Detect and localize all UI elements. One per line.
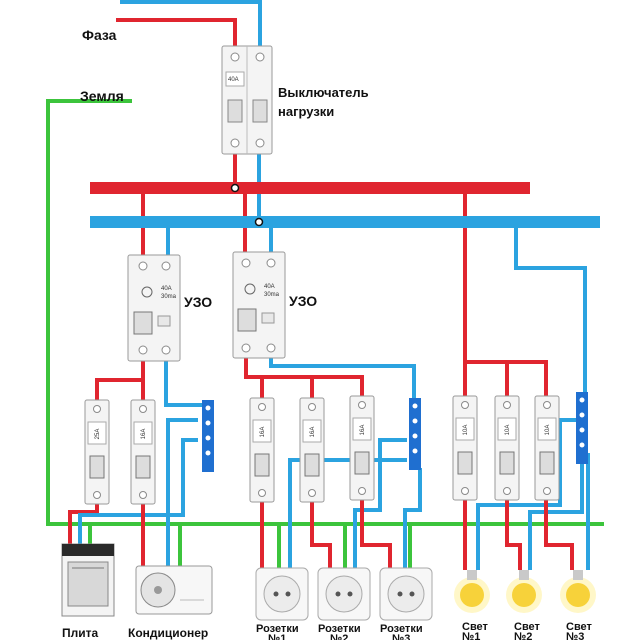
rcd-1-label: УЗО [184, 294, 212, 310]
light-1-icon [454, 570, 490, 613]
circuit-breaker-5-rating: 16A [360, 425, 366, 436]
rcd-1[interactable]: 40A 30ma [127, 254, 181, 362]
circuit-breaker-5[interactable]: 16A [349, 395, 375, 501]
out-socket3-neutral [403, 468, 422, 572]
main-switch-label-line1: Выключатель [278, 85, 369, 100]
light-neutral-drop [514, 220, 587, 394]
light-2-icon [506, 570, 542, 613]
phase-label: Фаза [82, 27, 117, 43]
circuit-breaker-2-rating: 16A [141, 429, 147, 440]
circuit-breaker-3-rating: 16A [260, 427, 266, 438]
out-stove-phase [68, 500, 99, 550]
out-light2-phase [505, 498, 522, 570]
circuit-breaker-7-rating: 10A [505, 425, 511, 436]
light-2-number: №2 [514, 631, 532, 640]
main-switch-label-line2: нагрузки [278, 104, 334, 119]
circuit-breaker-3[interactable]: 16A [249, 397, 275, 503]
stove-label: Плита [62, 626, 99, 640]
rcd-1-sensitivity: 30ma [161, 294, 177, 300]
neutral-terminal-1 [202, 400, 214, 472]
socket-3-icon [379, 567, 433, 621]
circuit-breaker-1-rating: 25A [95, 429, 101, 440]
light-2-label: Свет [514, 621, 541, 633]
socket-3-number: №3 [392, 633, 410, 640]
circuit-breaker-2[interactable]: 16A [130, 399, 156, 505]
circuit-breaker-4[interactable]: 16A [299, 397, 325, 503]
rcd-1-rating: 40A [161, 286, 172, 292]
out-cond-neutral [166, 418, 198, 572]
bus-junction-phase [230, 183, 240, 193]
out-socket2-phase [310, 500, 332, 572]
out-light2-neutral [528, 443, 584, 570]
socket-2-icon [317, 567, 371, 621]
socket-1-number: №1 [268, 633, 286, 640]
neutral-terminal-2 [409, 398, 421, 470]
neutral-bus-bar [90, 216, 600, 228]
out-light1-neutral [476, 418, 578, 570]
light-3-icon [560, 570, 596, 613]
conditioner-label: Кондиционер [128, 626, 208, 640]
out-socket3-phase [360, 500, 392, 572]
socket-2-number: №2 [330, 633, 348, 640]
light-1-number: №1 [462, 631, 480, 640]
light-3-label: Свет [566, 621, 593, 633]
earth-wire [46, 99, 604, 526]
circuit-breaker-6-rating: 10A [463, 425, 469, 436]
earth-label: Земля [80, 88, 124, 104]
rcd1-phase-out [95, 358, 145, 402]
out-light3-phase [544, 498, 574, 570]
socket-1-icon [255, 567, 309, 621]
rcd-2-label: УЗО [289, 293, 317, 309]
circuit-breaker-1[interactable]: 25A [84, 399, 110, 505]
out-socket2-neutral [353, 438, 407, 572]
phase-feed [116, 18, 237, 50]
light-phase-bus [463, 360, 548, 398]
conditioner-icon [135, 565, 213, 615]
rcd2-phase-out [244, 356, 364, 398]
main-switch-rating: 40A [228, 77, 239, 83]
stove-icon [61, 543, 115, 617]
rcd2-neutral-out [269, 356, 416, 402]
phase-bus-bar [90, 182, 530, 194]
circuit-breaker-8-rating: 10A [545, 425, 551, 436]
rcd-2[interactable]: 40A 30ma [232, 251, 286, 359]
socket-3-label: Розетки [380, 623, 423, 635]
bus-junction-neutral [254, 217, 264, 227]
circuit-breaker-4-rating: 16A [310, 427, 316, 438]
circuit-breaker-6[interactable]: 10A [452, 395, 478, 501]
rcd1-neutral-out [164, 358, 207, 407]
circuit-breaker-7[interactable]: 10A [494, 395, 520, 501]
out-stove-neutral [78, 438, 198, 550]
light-1-label: Свет [462, 621, 489, 633]
socket-1-label: Розетки [256, 623, 299, 635]
circuit-breaker-8[interactable]: 10A [534, 395, 560, 501]
socket-2-label: Розетки [318, 623, 361, 635]
neutral-terminal-3 [576, 392, 588, 464]
rcd-2-rating: 40A [264, 284, 275, 290]
light-3-number: №3 [566, 631, 584, 640]
neutral-feed [120, 0, 262, 50]
rcd-2-sensitivity: 30ma [264, 292, 280, 298]
main-switch[interactable]: 40A [221, 45, 273, 155]
